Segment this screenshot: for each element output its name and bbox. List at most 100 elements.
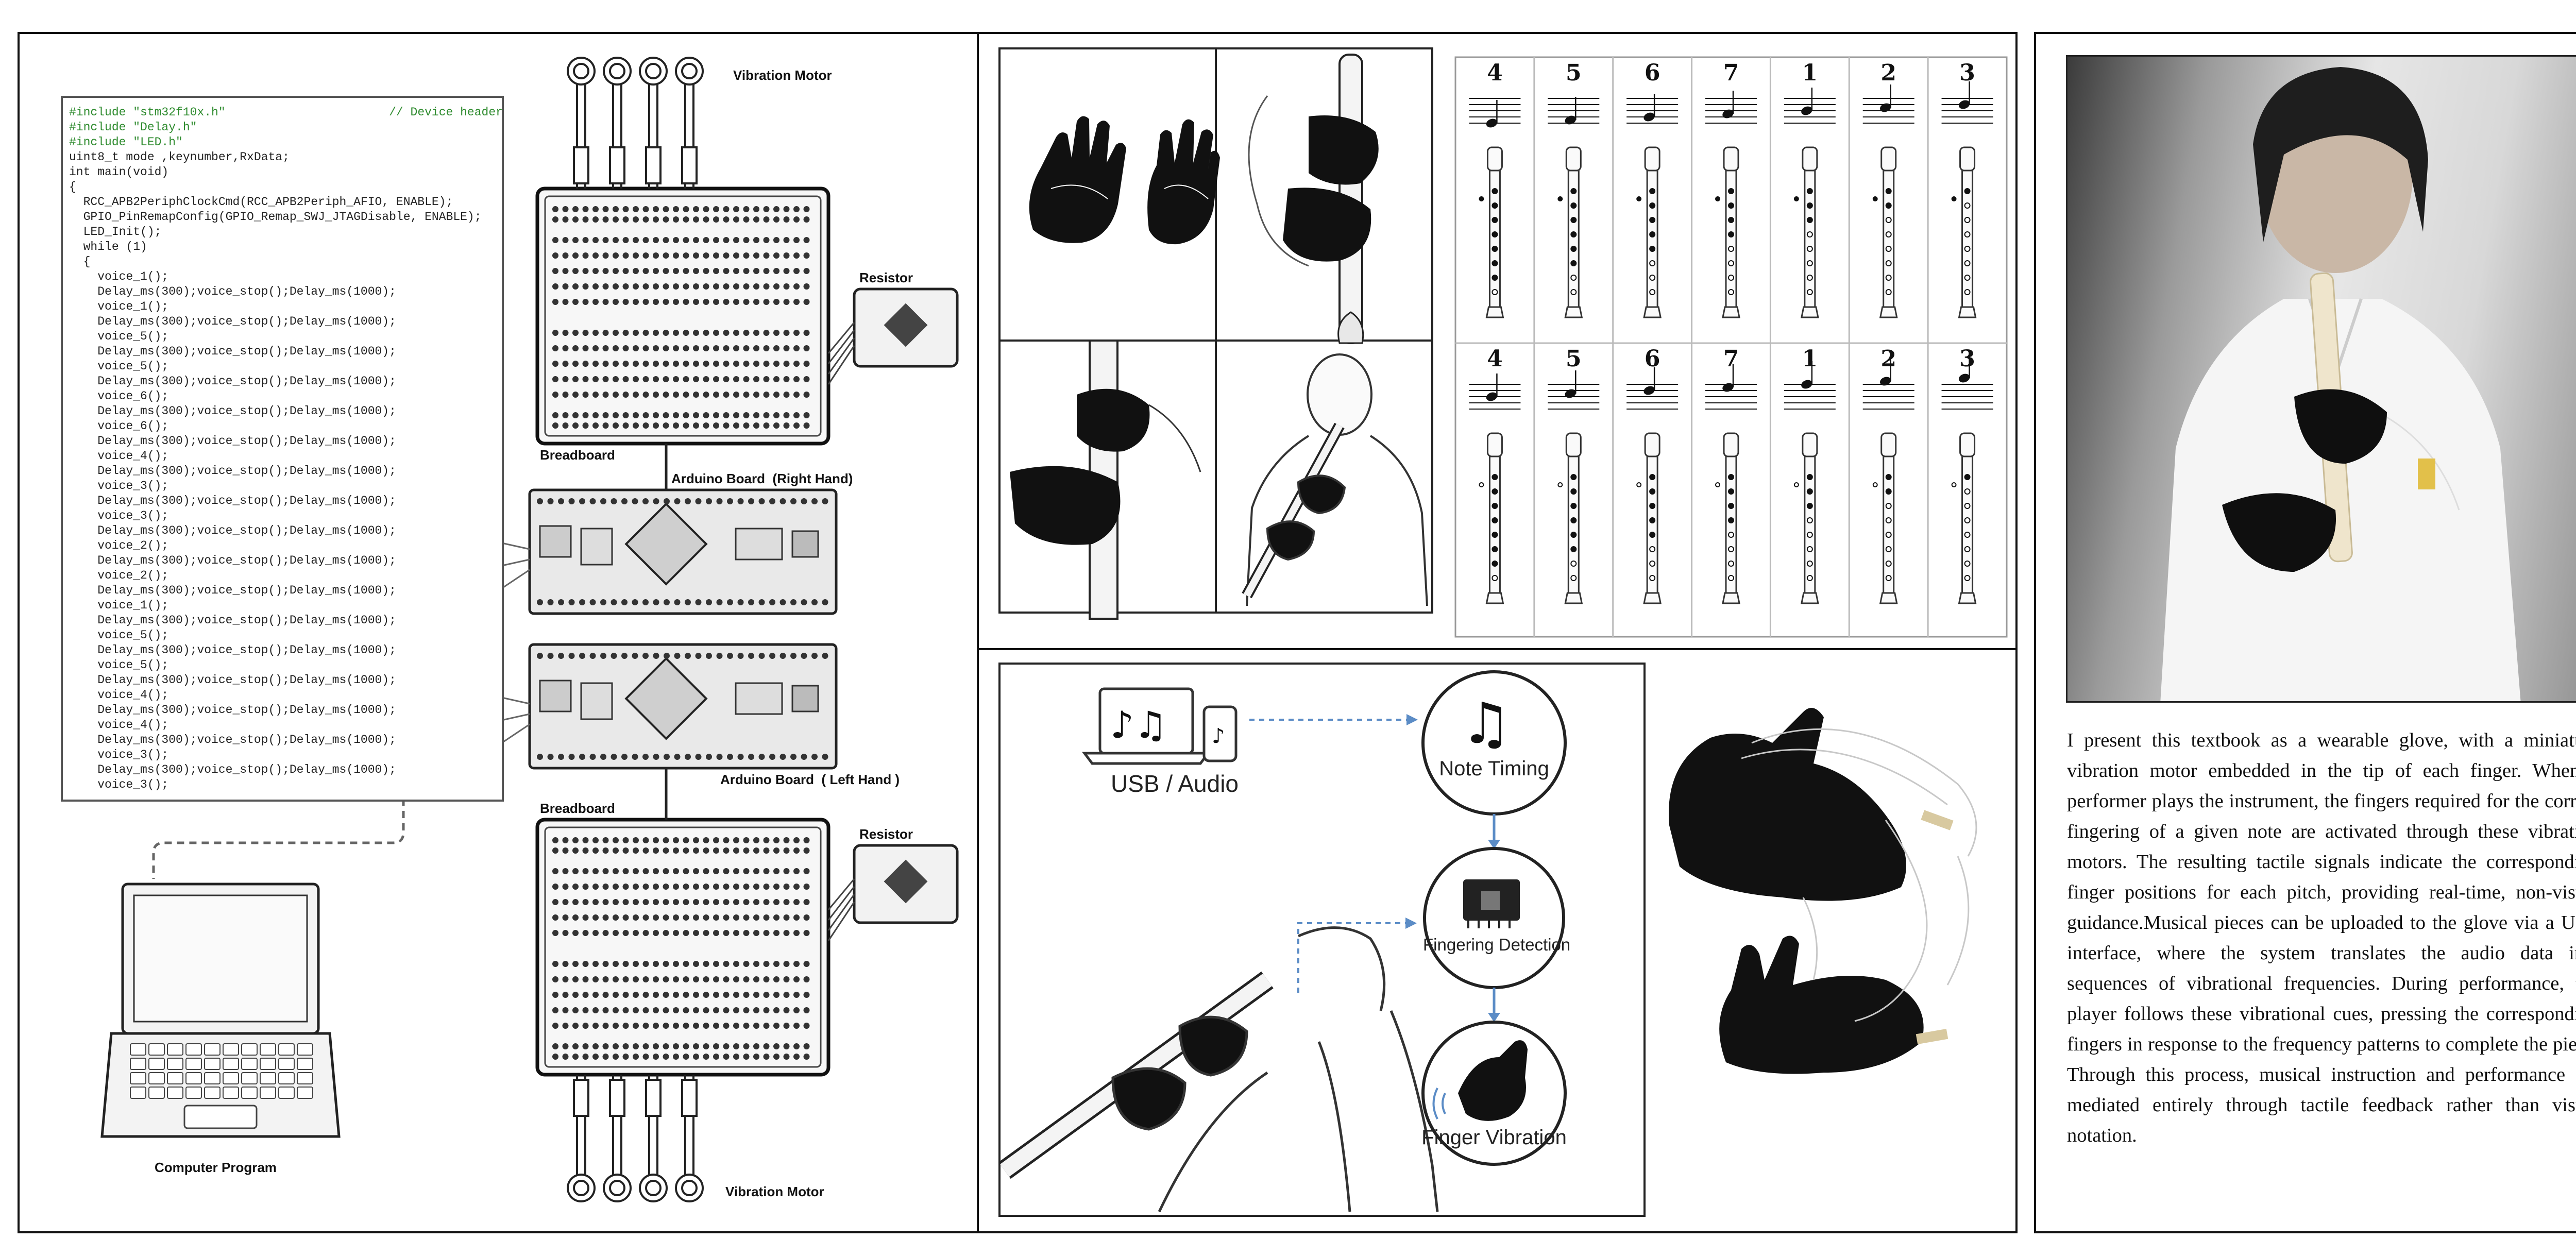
code-line: Delay_ms(300);voice_stop();Delay_ms(1000… <box>69 494 396 507</box>
finger-vibration-label: Finger Vibration <box>1421 1126 1567 1149</box>
usb-audio-label: USB / Audio <box>1110 770 1239 797</box>
fingering-note-number: 3 <box>1959 60 1975 86</box>
note-timing-label: Note Timing <box>1439 757 1549 780</box>
code-line: Delay_ms(300);voice_stop();Delay_ms(1000… <box>69 733 396 746</box>
hands-closeup-illustration <box>1010 340 1201 620</box>
code-line: voice_3(); <box>69 778 169 791</box>
code-header-comment: // Device header <box>225 106 503 119</box>
arduino-left-label: Arduino Board ( Left Hand ) <box>720 772 900 787</box>
computer-program-label: Computer Program <box>155 1160 277 1175</box>
fingering-note-number: 6 <box>1644 60 1660 86</box>
fingering-note-number: 6 <box>1644 346 1660 372</box>
code-line: Delay_ms(300);voice_stop();Delay_ms(1000… <box>69 584 396 597</box>
code-line: voice_6(); <box>69 419 169 433</box>
vibrating-glove-icon <box>1458 1040 1528 1121</box>
code-line: Delay_ms(300);voice_stop();Delay_ms(1000… <box>69 285 396 298</box>
hands-on-recorder-illustration <box>1248 54 1379 344</box>
music-note-icon: ♫ <box>1461 690 1512 756</box>
code-line: voice_1(); <box>69 599 169 612</box>
code-line: #include "Delay.h" <box>69 121 197 134</box>
arduino-right-label: Arduino Board (Right Hand) <box>671 471 853 486</box>
fingering-panel: 4 5 6 7 1 2 3 4 5 6 7 1 2 3 <box>977 32 2018 650</box>
breadboard-top <box>535 186 831 446</box>
code-line: Delay_ms(300);voice_stop();Delay_ms(1000… <box>69 315 396 328</box>
circuit-panel: #include "stm32f10x.h" // Device header #… <box>18 32 979 1233</box>
fingering-note-number: 7 <box>1723 60 1739 86</box>
circuit-board-icon <box>1463 879 1520 928</box>
code-line: voice_4(); <box>69 688 169 702</box>
code-line: Delay_ms(300);voice_stop();Delay_ms(1000… <box>69 763 396 776</box>
vibration-motor-bottom-label: Vibration Motor <box>725 1184 824 1199</box>
gloves-pair-illustration <box>1029 116 1220 245</box>
code-line: LED_Init(); <box>69 225 162 239</box>
breadboard-bottom <box>535 818 831 1077</box>
fingering-note-number: 4 <box>1487 346 1503 372</box>
fingering-note-number: 2 <box>1880 60 1897 86</box>
fingering-note-number: 3 <box>1959 346 1975 372</box>
code-line: voice_5(); <box>69 360 169 373</box>
code-line: voice_3(); <box>69 748 169 761</box>
fingering-note-number: 2 <box>1880 346 1897 372</box>
code-line: RCC_APB2PeriphClockCmd(RCC_APB2Periph_AF… <box>69 195 453 209</box>
dashed-arrow-detect <box>1297 922 1406 993</box>
vibration-motors-bottom <box>567 1075 704 1202</box>
code-line: voice_3(); <box>69 509 169 522</box>
performer-photo <box>2066 55 2576 703</box>
code-line: voice_6(); <box>69 389 169 403</box>
fingering-note-number: 1 <box>1802 60 1818 86</box>
resistor-module-bottom <box>827 844 959 941</box>
resistor-module-top <box>827 287 959 385</box>
fingering-note-number: 4 <box>1487 60 1503 86</box>
code-line: voice_4(); <box>69 449 169 463</box>
code-line: voice_2(); <box>69 539 169 552</box>
fingering-note-number: 1 <box>1802 346 1818 372</box>
arduino-board-right <box>528 488 838 615</box>
fingering-detection-label: Fingering Detection <box>1423 935 1571 954</box>
code-line: voice_5(); <box>69 658 169 672</box>
code-window: #include "stm32f10x.h" // Device header #… <box>61 96 504 802</box>
code-line: voice_4(); <box>69 718 169 732</box>
code-line: Delay_ms(300);voice_stop();Delay_ms(1000… <box>69 345 396 358</box>
code-line: voice_1(); <box>69 270 169 283</box>
code-line: #include "stm32f10x.h" // Device header <box>69 106 503 119</box>
code-line: voice_1(); <box>69 300 169 313</box>
arduino-board-left <box>528 643 838 770</box>
vibration-motor-top-label: Vibration Motor <box>733 67 832 83</box>
code-line: uint8_t mode ,keynumber,RxData; <box>69 150 290 164</box>
person-playing-illustration <box>1242 353 1428 606</box>
code-line: Delay_ms(300);voice_stop();Delay_ms(1000… <box>69 464 396 478</box>
code-line: Delay_ms(300);voice_stop();Delay_ms(1000… <box>69 643 396 657</box>
svg-text:♪: ♪ <box>1212 724 1225 748</box>
breadboard-top-label: Breadboard <box>540 447 615 463</box>
resistor-top-label: Resistor <box>859 270 913 285</box>
code-line: voice_5(); <box>69 629 169 642</box>
fingering-drawing <box>998 47 2008 638</box>
code-line: Delay_ms(300);voice_stop();Delay_ms(1000… <box>69 524 396 537</box>
flute-player-illustration <box>998 926 1439 1213</box>
code-line: Delay_ms(300);voice_stop();Delay_ms(1000… <box>69 375 396 388</box>
phone-music-icon: ♪ <box>1202 705 1238 762</box>
code-line: #include "LED.h" <box>69 135 183 149</box>
fingering-note-number: 7 <box>1723 346 1739 372</box>
fingering-note-number: 5 <box>1565 60 1582 86</box>
laptop-music-icon: ♪♫ <box>1082 687 1211 765</box>
circuit-drawing <box>100 57 959 1202</box>
code-line: Delay_ms(300);voice_stop();Delay_ms(1000… <box>69 404 396 418</box>
code-line: voice_2(); <box>69 569 169 582</box>
code-line: Delay_ms(300);voice_stop();Delay_ms(1000… <box>69 673 396 687</box>
code-line: while (1) <box>69 240 147 253</box>
code-line: voice_5(); <box>69 330 169 343</box>
flow-panel: ♪♫ ♪ ♫ <box>977 648 2018 1233</box>
code-line: Delay_ms(300);voice_stop();Delay_ms(1000… <box>69 554 396 567</box>
code-line: GPIO_PinRemapConfig(GPIO_Remap_SWJ_JTAGD… <box>69 210 482 224</box>
code-line: { <box>69 180 76 194</box>
code-line: Delay_ms(300);voice_stop();Delay_ms(1000… <box>69 614 396 627</box>
fingering-note-number: 5 <box>1565 346 1582 372</box>
usb-cable-dashed <box>152 786 405 879</box>
code-line: Delay_ms(300);voice_stop();Delay_ms(1000… <box>69 703 396 717</box>
resistor-bottom-label: Resistor <box>859 826 913 842</box>
code-line: { <box>69 255 91 268</box>
laptop-icon <box>100 882 341 1138</box>
svg-text:♪♫: ♪♫ <box>1110 703 1167 746</box>
vibration-motors-top <box>567 57 704 189</box>
